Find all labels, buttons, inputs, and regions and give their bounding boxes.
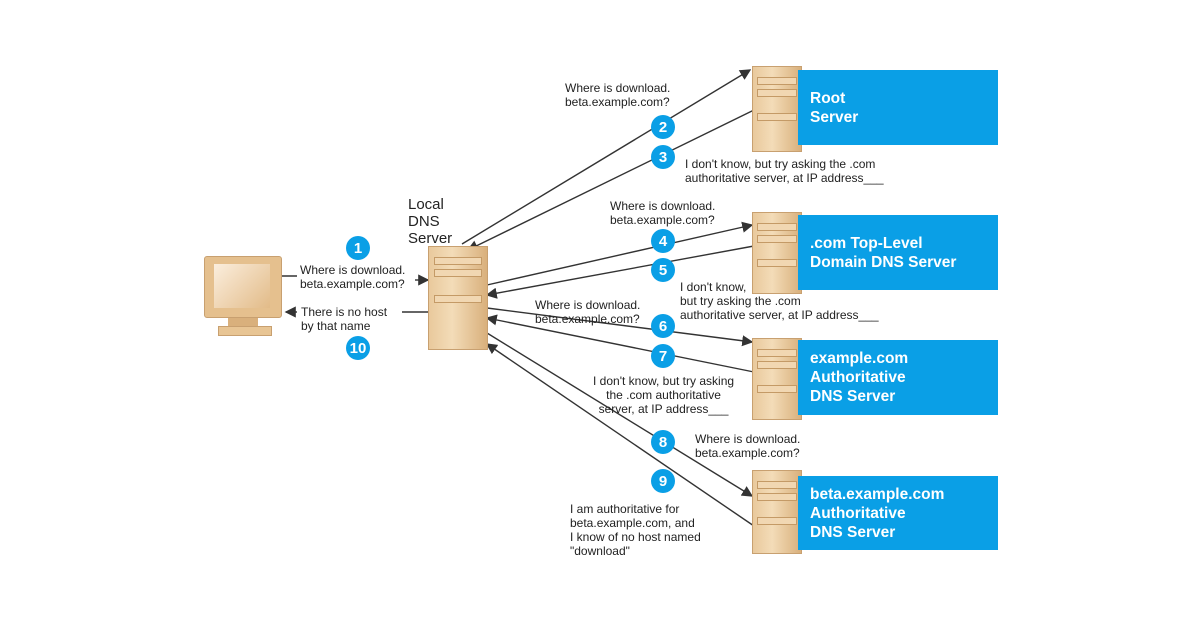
step-badge-5: 5 [651, 258, 675, 282]
beta-example-com-server-label: beta.example.com Authoritative DNS Serve… [798, 476, 998, 550]
step-badge-3: 3 [651, 145, 675, 169]
com-tld-server-icon [752, 212, 802, 294]
text-line: authoritative server, at IP address___ [685, 171, 884, 185]
root-server-label: Root Server [798, 70, 998, 145]
label-line: DNS Server [810, 388, 896, 405]
text-line: but try asking the .com [680, 294, 801, 308]
text-line: I don't know, but try asking [593, 374, 735, 388]
text-line: I don't know, [680, 280, 747, 294]
label-line: Domain DNS Server [810, 253, 957, 271]
beta-example-com-server-icon [752, 470, 802, 554]
text-line: Where is download. [610, 199, 716, 213]
arrow-step-2 [461, 69, 752, 245]
text-line: beta.example.com? [300, 277, 405, 291]
text-line: beta.example.com? [535, 312, 640, 326]
root-server-icon [752, 66, 802, 152]
text-line: I am authoritative for [570, 502, 680, 516]
text-line: server, at IP address___ [598, 402, 729, 416]
label-line: example.com [810, 350, 909, 367]
step-6-text: Where is download.beta.example.com? [535, 298, 640, 326]
step-badge-4: 4 [651, 229, 675, 253]
text-line: the .com authoritative [606, 388, 721, 402]
label-line: .com Top-Level [810, 234, 923, 252]
example-com-server-label: example.com Authoritative DNS Server [798, 340, 998, 415]
step-badge-6: 6 [651, 314, 675, 338]
arrow-step-9 [485, 343, 755, 527]
local-dns-server-title: Local DNS Server [408, 196, 452, 247]
label-line: Root [810, 89, 846, 107]
text-line: beta.example.com? [610, 213, 715, 227]
example-com-server-icon [752, 338, 802, 420]
client-computer-icon [200, 256, 284, 336]
arrow-step-8 [486, 332, 754, 497]
text-line: beta.example.com? [565, 95, 670, 109]
step-badge-1: 1 [346, 236, 370, 260]
local-dns-server-icon [428, 246, 488, 350]
step-badge-8: 8 [651, 430, 675, 454]
text-line: Where is download. [300, 263, 406, 277]
text-line: by that name [301, 319, 371, 333]
text-line: I don't know, but try asking the .com [685, 157, 876, 171]
com-tld-server-label: .com Top-Level Domain DNS Server [798, 215, 998, 290]
title-line: Local [408, 196, 444, 213]
title-line: Server [408, 230, 453, 247]
step-4-text: Where is download.beta.example.com? [610, 199, 715, 227]
step-badge-9: 9 [651, 469, 675, 493]
arrow-step-3 [466, 109, 755, 251]
text-line: I know of no host named [570, 530, 701, 544]
label-line: Authoritative [810, 369, 906, 386]
text-line: Where is download. [535, 298, 641, 312]
label-line: beta.example.com [810, 485, 945, 503]
title-line: DNS [408, 213, 440, 230]
text-line: There is no host [301, 305, 388, 319]
step-1-text: Where is download.beta.example.com? [300, 263, 405, 291]
step-8-text: Where is download.beta.example.com? [695, 432, 800, 460]
arrow-step-6 [486, 307, 754, 347]
step-badge-2: 2 [651, 115, 675, 139]
text-line: "download" [570, 544, 630, 558]
arrow-step-5 [485, 245, 755, 299]
label-line: Server [810, 108, 859, 126]
text-line: Where is download. [565, 81, 671, 95]
label-line: DNS Server [810, 523, 896, 541]
step-2-text: Where is download.beta.example.com? [565, 81, 670, 109]
text-line: beta.example.com? [695, 446, 800, 460]
text-line: beta.example.com, and [570, 516, 695, 530]
text-line: authoritative server, at IP address___ [680, 308, 879, 322]
arrow-step-4 [486, 221, 754, 286]
step-badge-7: 7 [651, 344, 675, 368]
arrow-step-7 [485, 314, 755, 373]
label-line: Authoritative [810, 504, 906, 522]
step-badge-10: 10 [346, 336, 370, 360]
text-line: Where is download. [695, 432, 801, 446]
